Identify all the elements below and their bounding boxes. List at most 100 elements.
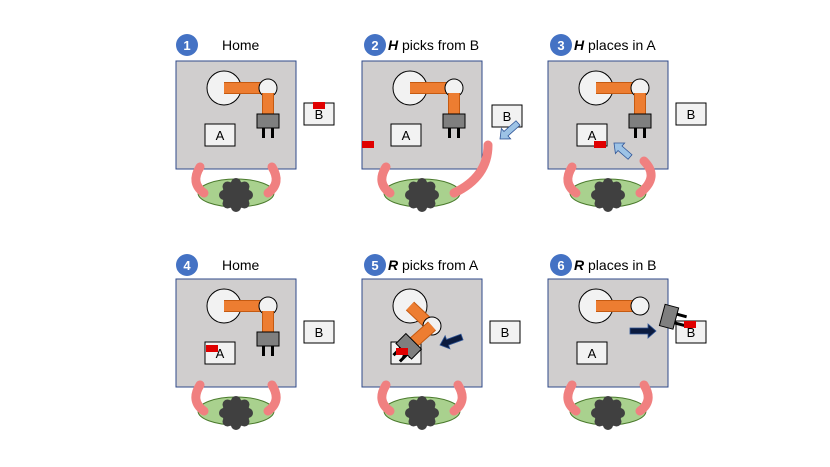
human-hair <box>417 178 427 188</box>
human-hair <box>429 190 439 200</box>
human-hair <box>603 202 613 212</box>
bin-b-label: B <box>315 325 324 340</box>
gripper <box>628 113 652 138</box>
gripper-finger <box>457 128 460 138</box>
gripper-finger <box>643 128 646 138</box>
human-hair <box>594 416 605 427</box>
human-hair <box>405 408 415 418</box>
gripper <box>256 331 280 356</box>
human-hair <box>603 178 613 188</box>
panel-title: H places in A <box>574 37 656 53</box>
human-motion-arrow <box>499 120 521 140</box>
bin-a <box>390 123 422 147</box>
human-hair <box>417 420 427 430</box>
human-arm <box>263 380 281 416</box>
panel-title: Home <box>222 37 259 53</box>
human-hair <box>594 399 605 410</box>
robot-motion-arrow-shape <box>439 333 464 350</box>
human-hair <box>222 198 233 209</box>
step-caption: places in A <box>584 37 656 53</box>
gripper <box>442 113 466 138</box>
human-hair <box>425 399 436 410</box>
human-hair <box>408 399 419 410</box>
human-hair <box>231 202 241 212</box>
step-number-badge: 6 <box>550 254 572 276</box>
human-hair <box>417 202 427 212</box>
human-hair <box>219 190 229 200</box>
human-hair <box>611 198 622 209</box>
human-hair <box>231 396 241 406</box>
human-hair <box>603 420 613 430</box>
step-caption: Home <box>222 257 260 273</box>
robot-elbow <box>630 296 650 316</box>
human-hair <box>429 408 439 418</box>
human-arm <box>563 162 581 198</box>
bin-b-label: B <box>501 325 510 340</box>
bin-a-label: A <box>216 346 225 361</box>
robot-motion-arrow <box>439 333 464 350</box>
robot-motion-arrow <box>629 323 657 339</box>
part <box>684 321 696 328</box>
part <box>206 345 218 352</box>
bin-b-label: B <box>315 107 324 122</box>
human-hair <box>591 190 601 200</box>
human-hair <box>615 408 625 418</box>
bin-b-label: B <box>503 109 512 124</box>
bin-a-label: A <box>216 128 225 143</box>
human-hair <box>603 396 613 406</box>
human-hair <box>222 181 233 192</box>
panel-1: AB <box>175 60 335 212</box>
human-hair <box>219 408 229 418</box>
gripper <box>256 113 280 138</box>
bin-a <box>204 123 236 147</box>
panel-title: R places in B <box>574 257 657 273</box>
step-caption: places in B <box>584 257 657 273</box>
human-motion-arrow <box>613 142 633 160</box>
human-hair <box>425 181 436 192</box>
human-hair <box>222 416 233 427</box>
human-hair <box>231 420 241 430</box>
bin-b <box>303 320 335 344</box>
human-hair <box>425 198 436 209</box>
panel-3: AB <box>547 60 707 212</box>
part <box>313 102 325 109</box>
human-arm <box>635 156 656 198</box>
robot-motion-arrow-shape <box>629 323 657 339</box>
human-motion-arrow-shape <box>613 142 633 160</box>
human-arm <box>377 380 395 416</box>
human-hair <box>405 190 415 200</box>
gripper-finger <box>676 312 688 319</box>
step-caption: Home <box>222 37 260 53</box>
human-hair <box>408 181 419 192</box>
panel-2: AB <box>361 60 523 212</box>
panel-6: AB <box>547 278 707 430</box>
bin-b <box>489 320 521 344</box>
human-hair <box>239 399 250 410</box>
gripper-finger <box>262 346 265 356</box>
step-caption: picks from A <box>398 257 479 273</box>
gripper-finger <box>634 128 637 138</box>
panel-title: H picks from B <box>388 37 479 53</box>
part <box>396 348 408 355</box>
step-number-badge: 2 <box>364 34 386 56</box>
human-arm <box>449 380 467 416</box>
agent-label: H <box>388 37 399 53</box>
panel-title: R picks from A <box>388 257 478 273</box>
gripper-finger <box>448 128 451 138</box>
human-hair <box>239 181 250 192</box>
human-hair <box>239 198 250 209</box>
panel-4: AB <box>175 278 335 430</box>
agent-label: H <box>574 37 585 53</box>
bin-b <box>675 102 707 126</box>
agent-label: R <box>388 257 399 273</box>
gripper-finger <box>271 128 274 138</box>
gripper-finger <box>398 353 408 363</box>
gripper-finger <box>674 321 685 327</box>
human-hair <box>611 416 622 427</box>
human-arm <box>263 162 281 198</box>
gripper-body <box>256 331 280 347</box>
step-number-badge: 4 <box>176 254 198 276</box>
agent-label: R <box>574 257 585 273</box>
human-hair <box>615 190 625 200</box>
